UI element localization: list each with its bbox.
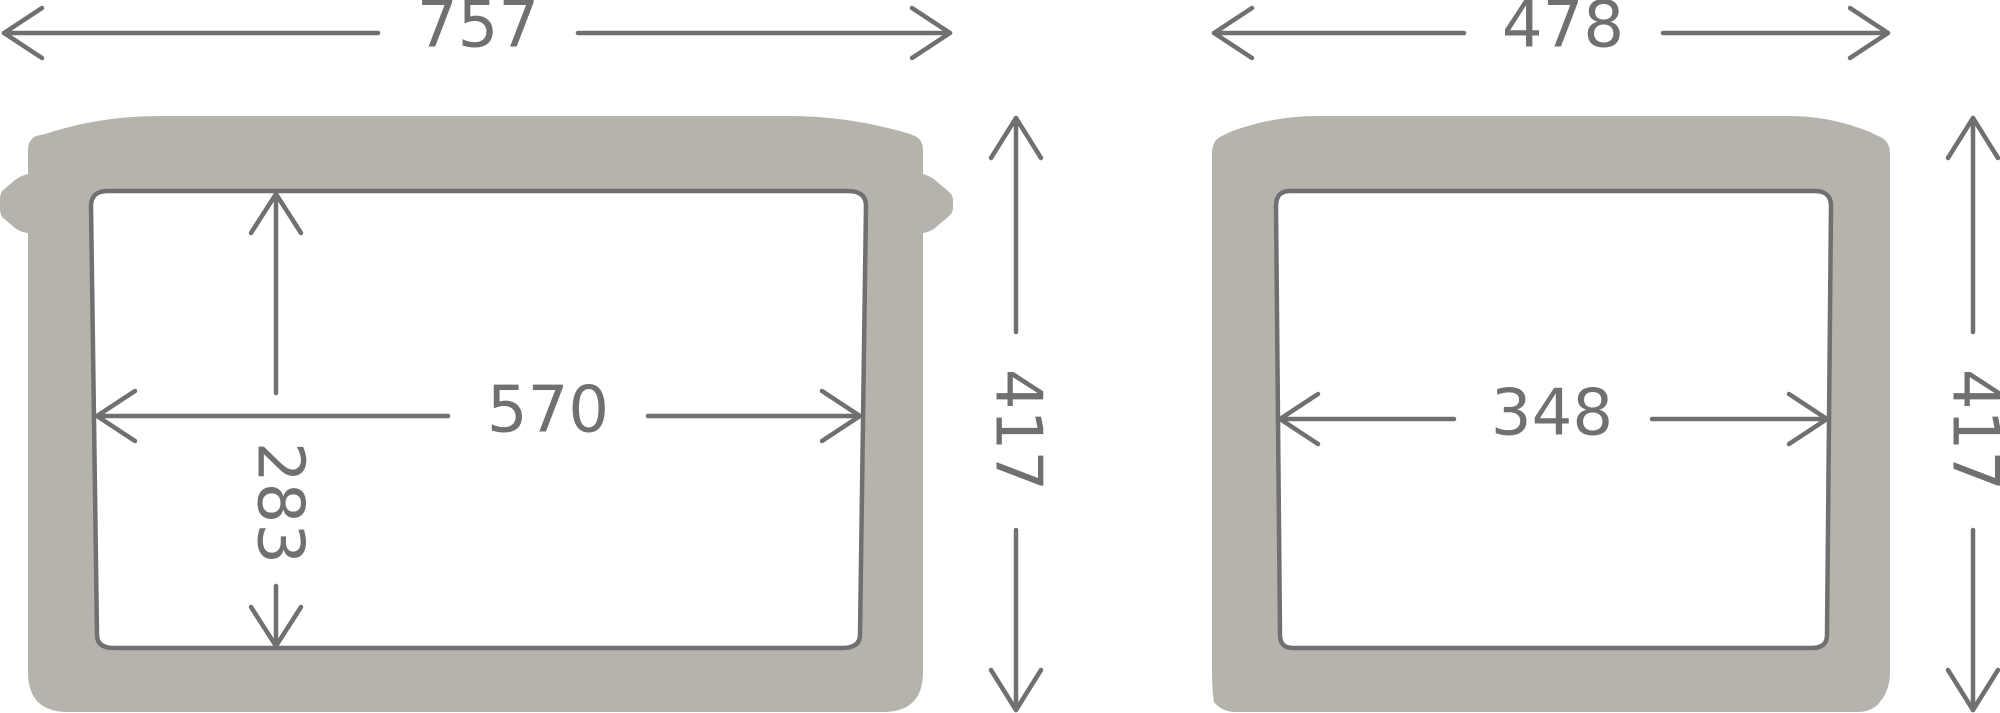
front-inner-cavity: [88, 188, 869, 651]
front-inner-height-arrow-top: [248, 191, 304, 236]
front-outer-width-label: 757: [417, 0, 539, 63]
front-inner-width-dimension: 570: [94, 374, 863, 448]
front-view: 757 570 283 417: [0, 0, 1054, 713]
front-inner-width-arrow-left: [94, 388, 138, 444]
side-outer-height-label: 417: [1937, 369, 2000, 491]
side-inner-width-label: 348: [1491, 377, 1613, 451]
side-inner-width-arrow-left: [1277, 391, 1321, 447]
side-outer-height-arrow-top: [1945, 115, 2000, 161]
side-inner-width-arrow-right: [1786, 391, 1830, 447]
side-outer-width-dimension: 478: [1211, 0, 1891, 63]
front-outer-height-label: 417: [980, 369, 1054, 491]
front-inner-width-arrow-right: [819, 388, 863, 444]
side-inner-width-dimension: 348: [1277, 377, 1830, 451]
front-outer-height-arrow-bottom: [988, 667, 1044, 713]
side-view: 478 348 417: [1211, 0, 2000, 713]
front-outer-width-arrow-left: [1, 5, 45, 61]
front-outer-height-arrow-top: [988, 115, 1044, 161]
front-inner-width-label: 570: [487, 374, 609, 448]
side-outer-height-dimension: 417: [1937, 115, 2000, 713]
front-outer-height-dimension: 417: [980, 115, 1054, 713]
front-inner-height-dimension: 283: [242, 191, 316, 649]
front-inner-height-arrow-bottom: [248, 604, 304, 649]
front-inner-height-label: 283: [242, 442, 316, 564]
side-outer-height-arrow-bottom: [1945, 667, 2000, 713]
front-outer-width-arrow-right: [909, 5, 953, 61]
front-outer-width-dimension: 757: [1, 0, 953, 63]
side-outer-width-arrow-right: [1847, 5, 1891, 61]
side-outer-width-label: 478: [1502, 0, 1624, 63]
side-inner-cavity: [1273, 188, 1834, 651]
side-outer-width-arrow-left: [1211, 5, 1255, 61]
